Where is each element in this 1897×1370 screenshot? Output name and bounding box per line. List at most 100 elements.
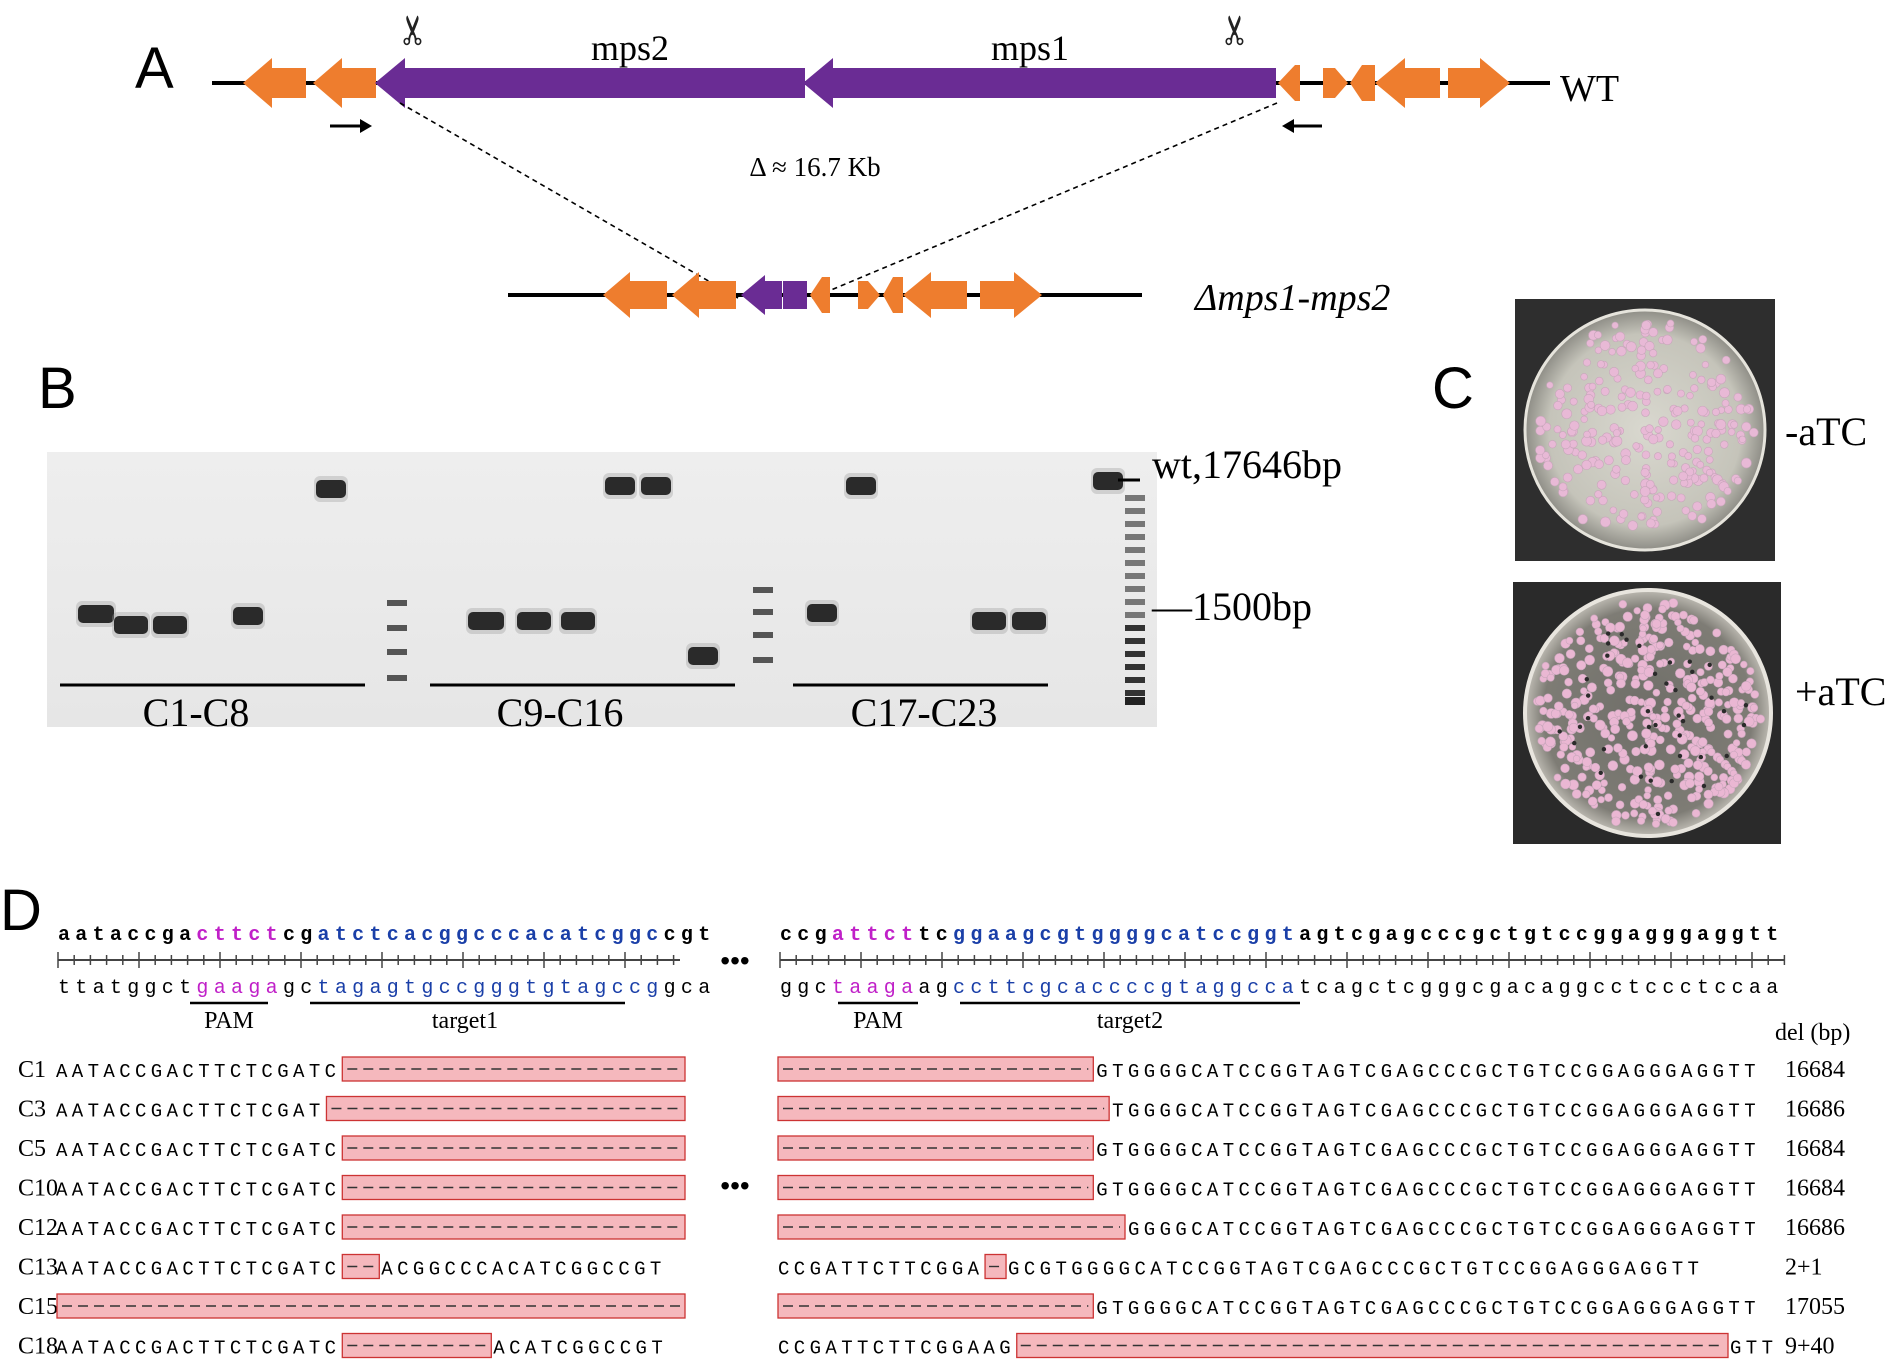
colony <box>1741 759 1751 770</box>
colony <box>1568 722 1579 733</box>
colony <box>1705 468 1714 477</box>
colony-dark <box>1669 778 1674 784</box>
colony-dark <box>1677 753 1683 759</box>
colony-dark <box>1605 653 1610 658</box>
colony <box>1655 641 1664 650</box>
colony <box>1727 428 1736 436</box>
colony <box>1733 476 1742 485</box>
colony <box>1665 744 1676 755</box>
colony <box>1740 660 1748 669</box>
colony <box>1616 678 1626 689</box>
deletion-size: 16684 <box>1785 1176 1845 1202</box>
colony <box>1643 667 1655 678</box>
colony <box>1716 496 1726 507</box>
colony <box>1535 695 1546 706</box>
colony <box>1598 495 1608 506</box>
clone-left-seq: AATACCGACTTCTCGATC <box>56 1061 340 1083</box>
colony <box>1590 762 1601 773</box>
panel-c-label: C <box>1432 356 1474 421</box>
ladder-band <box>1125 664 1145 670</box>
colony <box>1554 653 1565 664</box>
colony <box>1690 434 1700 443</box>
flank-gene-arrow <box>858 281 880 309</box>
ladder-size-label: —1500bp <box>1151 584 1312 629</box>
colony-dark <box>1601 746 1607 752</box>
colony <box>1684 452 1693 460</box>
colony <box>1582 756 1592 767</box>
colony <box>1687 511 1697 521</box>
ladder-band <box>1125 638 1145 644</box>
clone-left-seq: AATACCGACTTCTCGATC <box>56 1180 340 1202</box>
colony <box>1594 627 1603 636</box>
colony <box>1641 728 1652 739</box>
colony <box>1640 610 1650 620</box>
deletion-size: 9+40 <box>1785 1334 1835 1360</box>
colony <box>1611 321 1619 329</box>
colony <box>1571 701 1579 710</box>
colony <box>1543 460 1553 471</box>
colony <box>1594 459 1604 469</box>
colony <box>1625 341 1637 353</box>
colony <box>1600 387 1610 396</box>
colony-dark <box>1721 709 1727 714</box>
colony-dark <box>1624 637 1629 642</box>
colony <box>1609 367 1619 377</box>
colony <box>1576 636 1586 646</box>
colony <box>1661 705 1669 714</box>
colony <box>1602 666 1614 677</box>
clone-right-seq: GTGGGGCATCCGGTAGTCGAGCCCGCTGTCCGGAGGGAGG… <box>1096 1180 1760 1202</box>
colony <box>1704 706 1714 717</box>
colony <box>1598 435 1608 445</box>
colony <box>1704 697 1716 709</box>
colonies-minus-atc <box>1535 319 1759 531</box>
colony <box>1577 772 1587 782</box>
colony <box>1585 495 1596 506</box>
colony <box>1638 800 1648 809</box>
colony <box>1670 764 1680 774</box>
colony <box>1627 400 1638 412</box>
colony <box>1580 687 1588 695</box>
colony <box>1655 735 1665 745</box>
clone-right-seq: GTT <box>1730 1338 1777 1360</box>
gel-band <box>233 607 263 625</box>
colony <box>1539 706 1548 716</box>
colony <box>1559 742 1569 752</box>
colony <box>1707 377 1717 387</box>
colony <box>1715 373 1727 385</box>
clone-right-seq: GGGGCATCCGGTAGTCGAGCCCGCTGTCCGGAGGGAGGTT <box>1128 1219 1760 1241</box>
colony <box>1707 748 1716 757</box>
colony <box>1600 728 1611 739</box>
colony <box>1686 681 1697 693</box>
panel-b: B C1-C8 C9-C16 C17-C23 wt,17646bp —1500b… <box>38 356 1342 735</box>
colony-dark <box>1643 744 1648 749</box>
colony <box>1666 440 1674 449</box>
clone-right-seq: GCGTGGGGCATCCGGTAGTCGAGCCCGCTGTCCGGAGGGA… <box>1008 1259 1703 1281</box>
colony <box>1717 660 1727 670</box>
colony <box>1703 446 1713 456</box>
colony <box>1690 337 1698 346</box>
clone-right-seq-before: CCGATTCTTCGGA <box>778 1259 983 1281</box>
colony <box>1564 677 1573 687</box>
colony <box>1660 813 1671 824</box>
ladder-band <box>1125 573 1145 579</box>
colony <box>1640 467 1650 477</box>
bottom-strand-right: ggctaagaagccttcgcaccccgtaggccatcagctcggg… <box>780 977 1784 1000</box>
colony <box>1575 627 1585 637</box>
colony <box>1630 654 1640 663</box>
colony <box>1691 638 1699 647</box>
colony <box>1630 679 1641 689</box>
clone-right-seq: GTGGGGCATCCGGTAGTCGAGCCCGCTGTCCGGAGGGAGG… <box>1096 1298 1760 1320</box>
colony <box>1605 622 1616 633</box>
deletion-header: del (bp) <box>1775 1020 1850 1046</box>
colony <box>1622 717 1631 726</box>
colony <box>1706 675 1715 685</box>
colony <box>1537 736 1546 746</box>
colony <box>1704 718 1713 728</box>
colony <box>1612 465 1621 474</box>
colony <box>1609 635 1620 647</box>
